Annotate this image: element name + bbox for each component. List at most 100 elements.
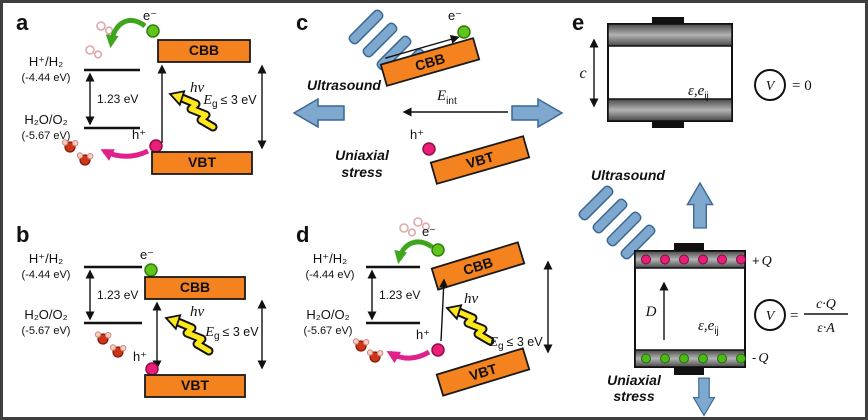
hole-dot — [149, 139, 163, 153]
photon-label: hν — [464, 291, 479, 307]
gap-label: 1.23 eV — [97, 288, 138, 302]
vbt-label: VBT — [464, 148, 496, 171]
electrode-tab-bottom — [674, 367, 704, 375]
o2-level-energy: (-5.67 eV) — [22, 325, 71, 337]
electron-transfer-arrow — [394, 239, 434, 264]
electron-dot — [146, 24, 160, 38]
vbt-band — [429, 135, 531, 185]
voltmeter-icon — [754, 299, 786, 331]
o2-level-label: H₂O/O₂ — [306, 307, 349, 322]
electron-dot — [457, 25, 471, 39]
cbb-band — [379, 37, 481, 87]
hole-dot — [422, 142, 436, 156]
electrode-tab-top — [674, 243, 704, 251]
h2-level-label: H⁺/H₂ — [29, 54, 63, 69]
cbb-band — [157, 39, 251, 63]
uniaxial-stress-label-line2: stress — [341, 164, 382, 180]
minus-q-label: -Q — [752, 350, 768, 366]
negative-charges — [641, 353, 746, 364]
panel-c-label: c — [296, 10, 308, 35]
gap-label: 1.23 eV — [379, 288, 420, 302]
vbt-band-tilted: VBT — [435, 347, 531, 397]
formula-denominator: ε·A — [817, 321, 835, 336]
vbt-band — [151, 151, 253, 175]
cbb-label: CBB — [180, 279, 210, 295]
hole-label: h⁺ — [410, 127, 424, 142]
h2-level-label: H⁺/H₂ — [29, 251, 63, 266]
gap-label: 1.23 eV — [97, 92, 138, 106]
uniaxial-stress-label-line2: stress — [613, 388, 654, 404]
voltmeter-symbol: V — [766, 79, 776, 94]
uniaxial-stress-label-line1: Uniaxial — [607, 372, 662, 388]
hole-dot — [145, 362, 159, 376]
panel-b-label: b — [16, 222, 29, 247]
o2-level-energy: (-5.67 eV) — [304, 325, 353, 337]
o2-level-label: H₂O/O₂ — [24, 307, 67, 322]
hole-transfer-arrow — [100, 148, 150, 161]
hole-label: h⁺ — [132, 127, 146, 142]
electron-label: e⁻ — [140, 247, 154, 262]
o2-level-energy: (-5.67 eV) — [22, 130, 71, 142]
electron-dot — [144, 263, 158, 277]
voltage-zero-label: = 0 — [792, 78, 812, 94]
permittivity-label: ε,eij — [698, 318, 719, 337]
vbt-label: VBT — [467, 360, 499, 384]
panel-a: a e⁻ CBB H⁺/H₂ (-4.44 eV) 1.23 eV H₂O/O₂… — [16, 8, 267, 175]
electron-dot — [431, 243, 445, 257]
h2-level-energy: (-4.44 eV) — [306, 269, 355, 281]
electrode-tab-bottom — [652, 119, 684, 128]
electron-transfer-arrow — [105, 18, 147, 48]
capacitor-unstressed: ε,eij c — [579, 17, 733, 128]
formula-numerator: c·Q — [816, 297, 836, 312]
electron-label: e⁻ — [448, 8, 462, 23]
cbb-band-tilted: CBB — [379, 34, 481, 87]
photon-label: hν — [190, 304, 205, 320]
voltmeter-formula: V = c·Q ε·A — [754, 297, 848, 336]
cbb-label: CBB — [189, 42, 219, 58]
bottom-plate — [607, 98, 733, 122]
bandgap-label: Eg≤ 3 eV — [202, 93, 257, 110]
thickness-label: c — [579, 65, 586, 82]
hole-transfer-arrow — [386, 349, 431, 364]
displacement-field-label: D — [645, 304, 657, 320]
capacitor-stressed: D ε,eij +Q -Q — [634, 243, 772, 375]
h2-level-energy: (-4.44 eV) — [22, 269, 71, 281]
cbb-band — [144, 276, 246, 300]
positive-charges — [641, 254, 746, 265]
panel-b: b H⁺/H₂ (-4.44 eV) 1.23 eV H₂O/O₂ (-5.67… — [16, 222, 267, 398]
vbt-band — [435, 347, 531, 397]
cbb-band — [430, 241, 526, 291]
h2-level-energy: (-4.44 eV) — [22, 72, 71, 84]
hole-label: h⁺ — [133, 349, 147, 364]
panel-d: d e⁻ CBB H⁺/H₂ (-4.44 eV) 1.23 eV H₂O/O₂… — [296, 217, 553, 397]
electron-label: e⁻ — [143, 8, 157, 23]
uniaxial-stress-label-line1: Uniaxial — [335, 147, 390, 163]
ultrasound-label: Ultrasound — [307, 77, 381, 93]
electron-drift-arrow — [385, 34, 460, 59]
excitation-arrow — [439, 278, 449, 342]
ultrasound-label: Ultrasound — [591, 167, 665, 183]
voltmeter-symbol: V — [766, 309, 776, 324]
panel-a-label: a — [16, 10, 29, 35]
h2-level-label: H⁺/H₂ — [313, 251, 347, 266]
voltmeter-icon — [754, 69, 786, 101]
equals-sign: = — [790, 308, 798, 324]
electron-label: e⁻ — [422, 224, 436, 239]
permittivity-label: ε,eij — [688, 83, 709, 102]
voltmeter-zero: V = 0 — [754, 69, 812, 101]
vbt-band-tilted: VBT — [429, 135, 531, 185]
vbt-band — [144, 374, 246, 398]
panel-e: e ε,eij c V = 0 Ultrasound — [572, 10, 848, 417]
vbt-label: VBT — [181, 377, 209, 393]
cbb-band-tilted: CBB — [430, 241, 526, 291]
panel-d-label: d — [296, 222, 309, 247]
hole-dot — [431, 343, 445, 357]
bandgap-label: Eg≤ 3 eV — [488, 335, 543, 352]
electrode-tab-top — [652, 17, 684, 26]
bottom-plate — [634, 349, 746, 368]
panel-c: c e⁻ CBB Ultrasound Eint Uniaxial stress… — [293, 7, 563, 185]
o2-level-label: H₂O/O₂ — [24, 112, 67, 127]
internal-field-label: Eint — [436, 88, 457, 107]
